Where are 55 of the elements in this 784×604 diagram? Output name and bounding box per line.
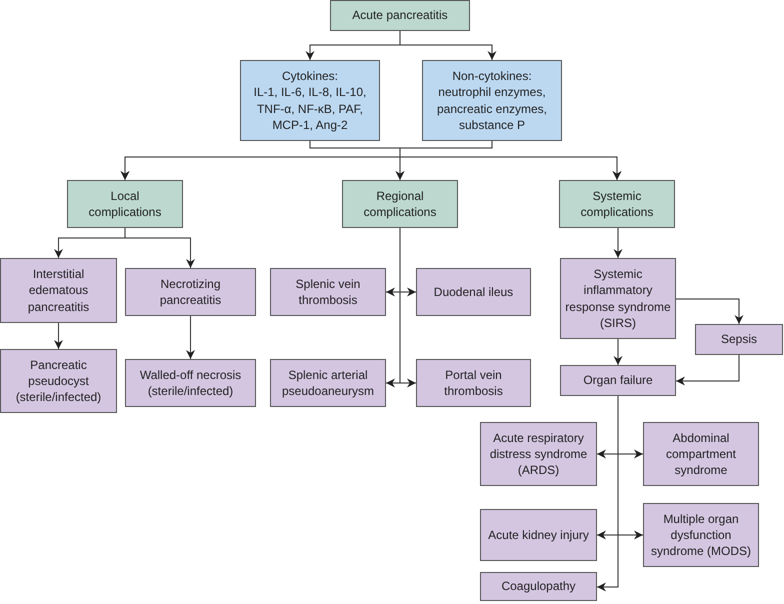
box-text: Systemic inflammatory response syndrome (SIRS)	[565, 266, 671, 331]
box-heading: Non-cytokines:	[452, 68, 532, 84]
complication-box	[695, 324, 783, 355]
complication-box	[560, 258, 676, 339]
mediator-box	[422, 60, 562, 141]
complication-box	[416, 359, 531, 407]
complication-box	[125, 359, 256, 407]
process-box	[67, 180, 183, 228]
box-text: Portal vein thrombosis	[443, 366, 504, 400]
process-box	[559, 180, 675, 228]
arrow	[676, 298, 744, 324]
process-box	[330, 0, 470, 31]
box-text: Sepsis	[720, 331, 758, 348]
complication-box	[480, 572, 597, 601]
arrow	[596, 396, 618, 592]
box-text: IL-1, IL-6, IL-8, IL-10, TNF-α, NF-κB, PAF, MCP-1, Ang-2	[252, 84, 368, 133]
process-box	[342, 180, 458, 228]
box-text: Acute pancreatitis	[352, 7, 448, 24]
complication-box	[643, 503, 759, 567]
arrow	[54, 322, 63, 350]
complication-box	[480, 509, 597, 561]
complication-box	[0, 349, 117, 413]
box-heading: Cytokines:	[282, 68, 338, 84]
box-text: Local complications	[88, 188, 162, 220]
box-text: Splenic vein thrombosis	[294, 276, 362, 308]
complication-box	[0, 258, 117, 323]
box-text: Pancreatic pseudocyst (sterile/infected)	[14, 356, 102, 406]
box-text: Duodenal ileus	[434, 284, 514, 300]
complication-box	[270, 268, 386, 316]
arrow	[614, 338, 622, 366]
complication-box	[416, 268, 531, 316]
box-text: Walled-off necrosis (sterile/infected)	[138, 366, 242, 400]
box-text: Coagulopathy	[501, 578, 576, 595]
arrow	[614, 228, 622, 258]
box-text: Abdominal compartment syndrome	[664, 430, 738, 478]
box-text: Organ failure	[583, 372, 653, 389]
complication-box	[480, 422, 597, 486]
box-text: neutrophil enzymes, pancreatic enzymes, substance P	[436, 84, 548, 133]
box-text: Necrotizing pancreatitis	[158, 276, 222, 308]
complication-box	[560, 365, 676, 396]
arrow	[400, 30, 496, 60]
complication-box	[270, 359, 386, 407]
complication-box	[643, 422, 759, 486]
box-text: Interstitial edematous pancreatitis	[26, 266, 90, 315]
box-text: Acute kidney injury	[488, 526, 589, 544]
box-text: Systemic complications	[580, 188, 654, 220]
box-text: Splenic arterial pseudoaneurysm	[280, 366, 376, 400]
complication-box	[125, 268, 256, 316]
box-text: Regional complications	[362, 188, 438, 220]
arrow	[186, 316, 195, 360]
arrow	[400, 228, 416, 388]
box-text: Multiple organ dysfunction syndrome (MODS)	[650, 510, 752, 560]
mediator-box	[240, 60, 380, 141]
box-text: Acute respiratory distress syndrome (ARDS)	[488, 430, 588, 478]
arrow	[676, 354, 740, 386]
